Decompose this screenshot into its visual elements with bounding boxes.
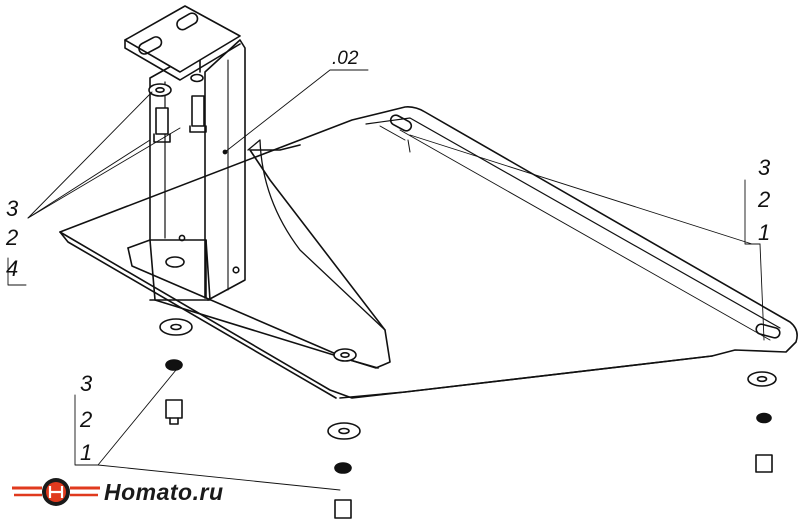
callout-bottom-left-3: 1 bbox=[80, 440, 92, 465]
brand-name: Homato.ru bbox=[104, 479, 224, 505]
callout-left-1: 3 bbox=[6, 196, 19, 221]
bracket-hardware bbox=[148, 73, 357, 362]
mounting-bracket bbox=[124, 5, 391, 369]
brand-logo: Homato.ru bbox=[12, 478, 224, 506]
brand-mark-icon bbox=[12, 478, 100, 506]
callout-left-3: 4 bbox=[6, 256, 18, 281]
callout-left-2: 2 bbox=[5, 225, 18, 250]
callout-right: 3 2 1 bbox=[757, 155, 771, 245]
callout-right-1: 3 bbox=[758, 155, 771, 180]
part-label: .02 bbox=[332, 48, 359, 69]
leader-lines bbox=[7, 69, 765, 491]
callout-bottom-left-2: 2 bbox=[79, 407, 92, 432]
fastener-stack-center bbox=[327, 422, 361, 519]
skid-plate bbox=[59, 106, 798, 399]
callout-right-3: 1 bbox=[758, 220, 770, 245]
callout-right-2: 2 bbox=[757, 187, 770, 212]
callout-bottom-left-1: 3 bbox=[80, 371, 93, 396]
fastener-stack-left bbox=[159, 318, 193, 425]
callout-left: 3 2 4 bbox=[5, 196, 19, 281]
callout-bottom-left: 3 2 1 bbox=[79, 371, 93, 465]
fastener-stack-right bbox=[747, 371, 777, 473]
